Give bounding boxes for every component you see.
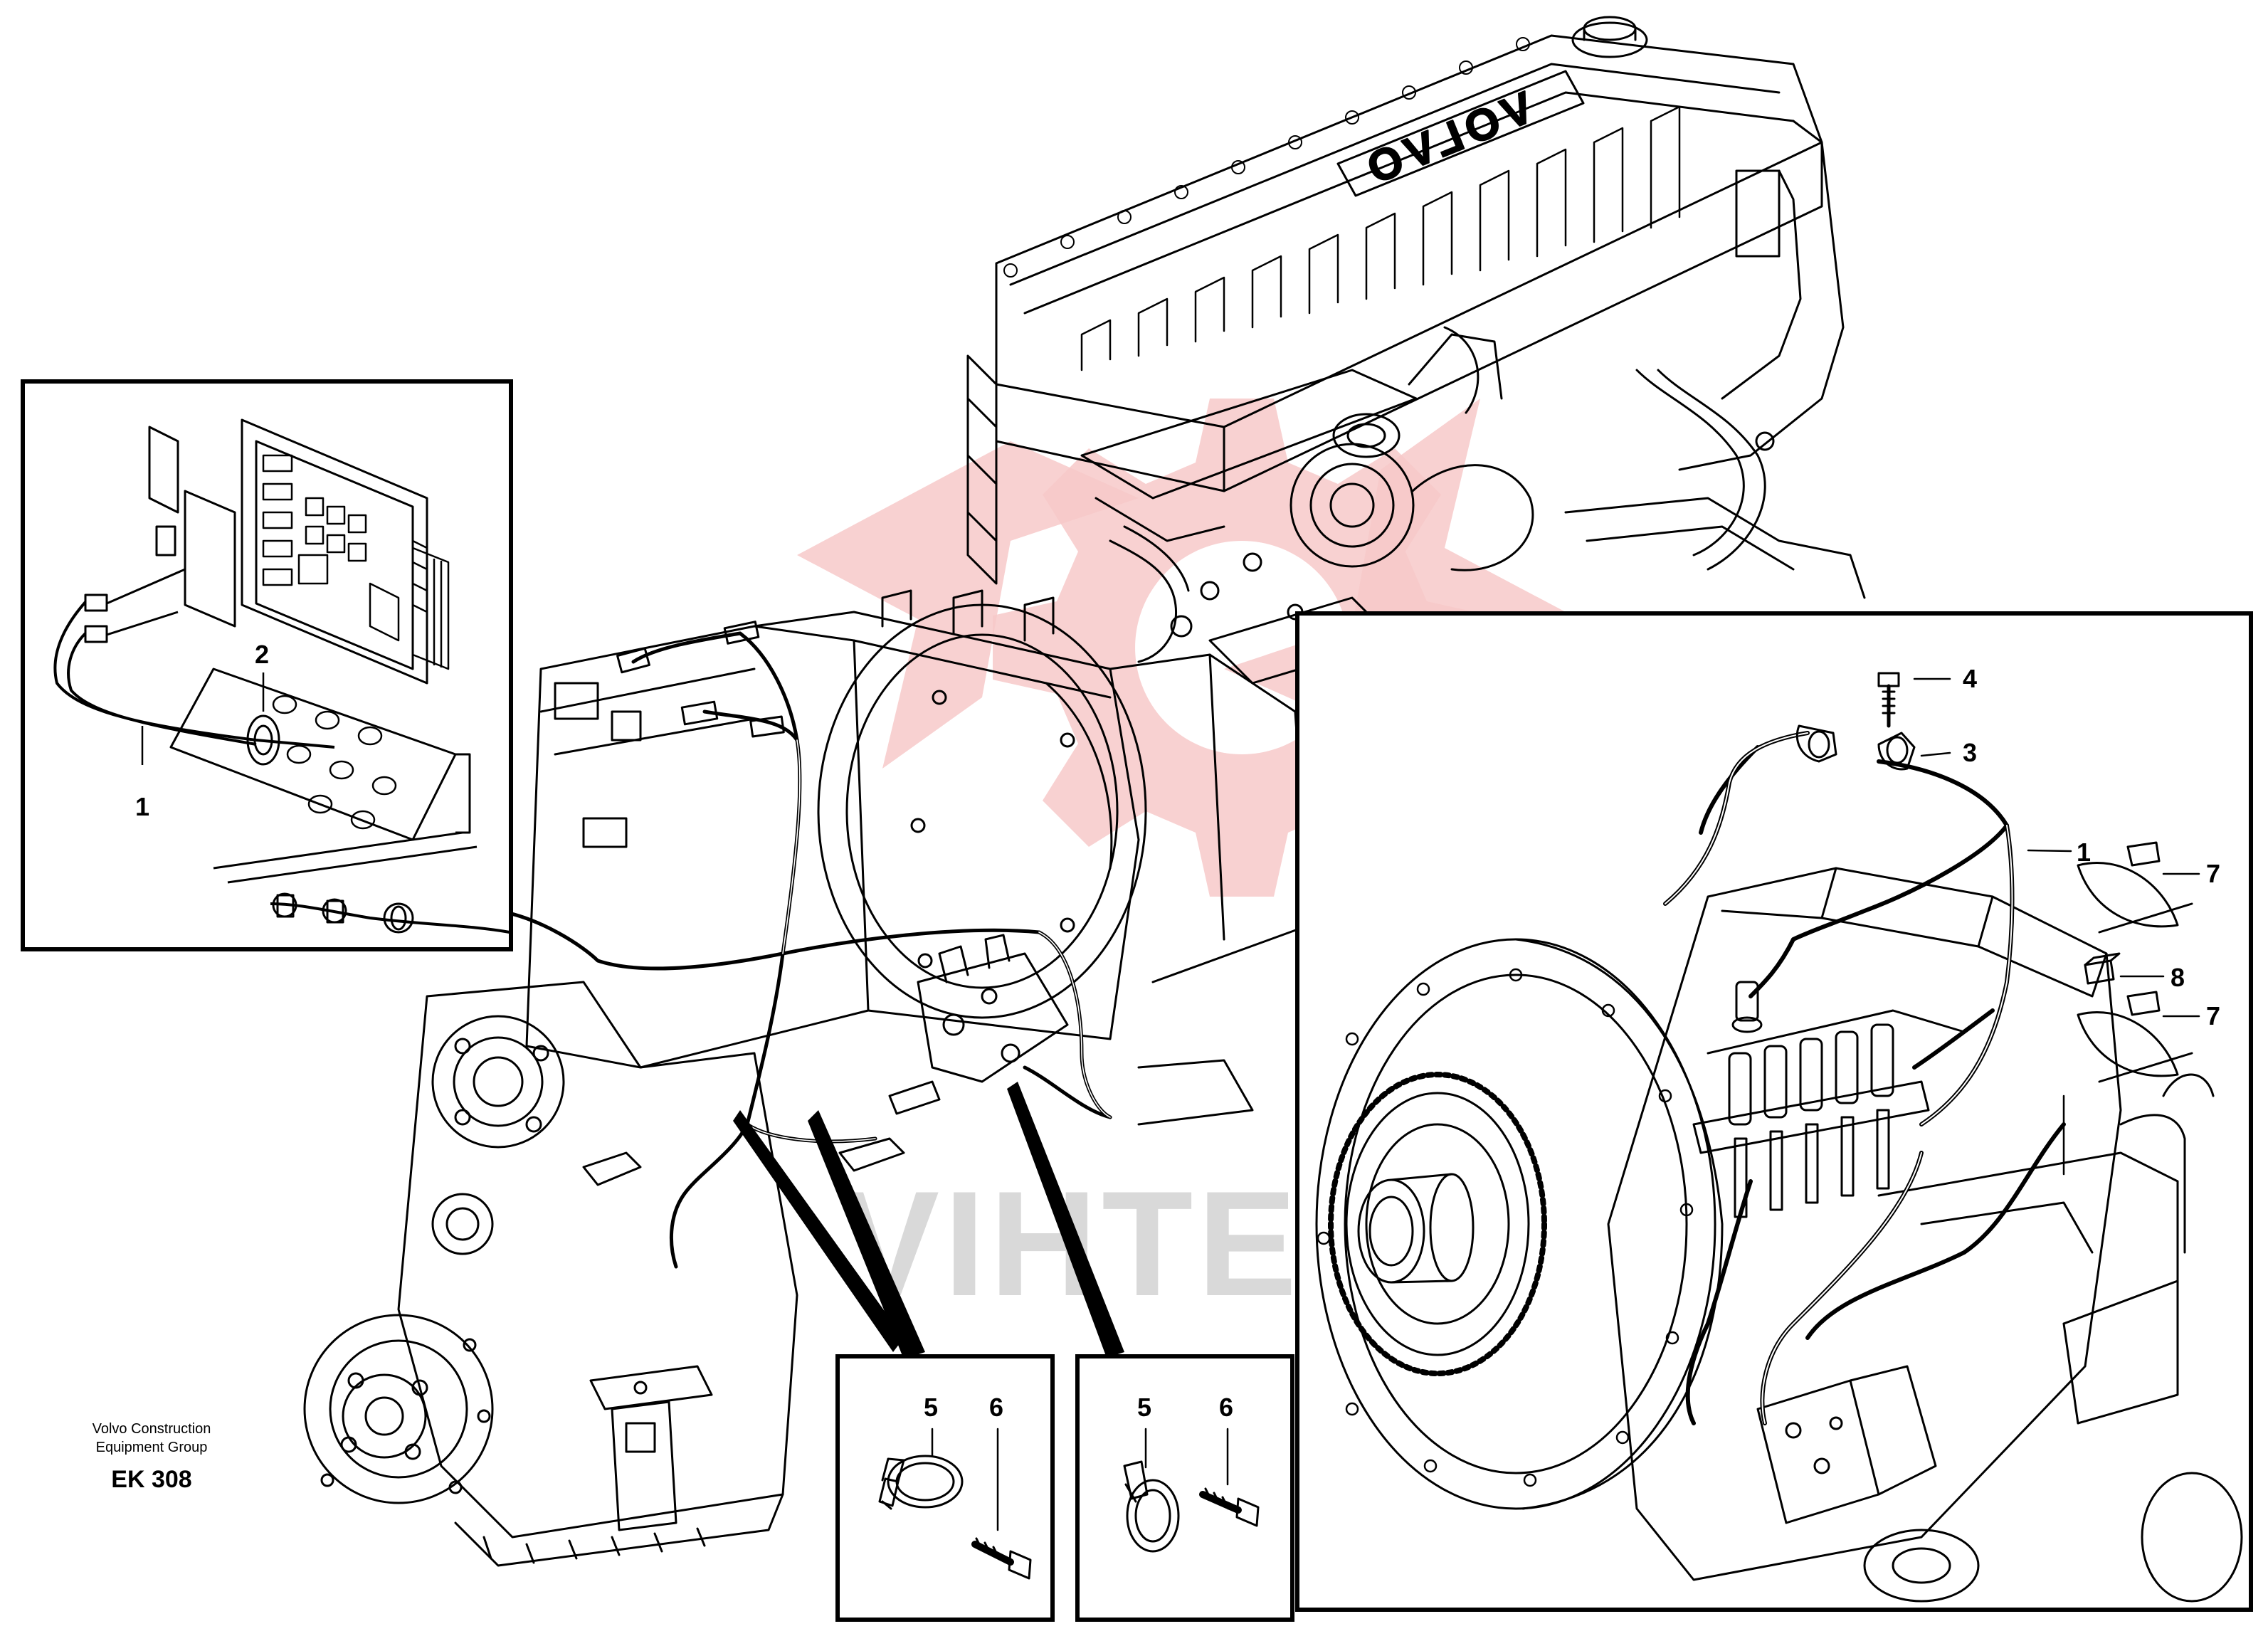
sensor-connectors — [582, 1080, 941, 1186]
leader-wedges — [733, 1082, 1124, 1359]
callout-label-1-right: 1 — [2077, 838, 2091, 867]
inset-bottom-a: 5 6 — [835, 1354, 1055, 1622]
callout-label-8: 8 — [2171, 963, 2185, 992]
callout-label-7-top: 7 — [2206, 859, 2220, 888]
callout-label-3: 3 — [1963, 738, 1977, 767]
callout-label-5a: 5 — [924, 1393, 938, 1422]
credit-line-2: Equipment Group — [96, 1440, 208, 1455]
drawing-code: EK 308 — [111, 1466, 191, 1493]
control-valve-block — [917, 934, 1069, 1083]
engine-logo-text: VOLVO — [1355, 83, 1540, 196]
callout-label-5b: 5 — [1137, 1393, 1151, 1422]
callout-label-2: 2 — [255, 640, 269, 669]
credit-block: Volvo Construction Equipment Group EK 30… — [93, 1421, 211, 1493]
callout-label-6b: 6 — [1219, 1393, 1233, 1422]
inset-bottom-b: 5 6 — [1075, 1354, 1294, 1622]
credit-line-1: Volvo Construction — [93, 1421, 211, 1437]
engine-front-section — [1564, 120, 1866, 599]
harness-plugs — [616, 621, 785, 738]
engine-valve-cover: VOLVO — [995, 16, 1823, 492]
callout-label-6a: 6 — [989, 1393, 1003, 1422]
transmission-dropbox — [303, 981, 798, 1567]
turbocharger — [1289, 326, 1534, 571]
callout-label-1: 1 — [135, 792, 149, 821]
callout-label-4: 4 — [1963, 664, 1977, 693]
callout-label-7-bottom: 7 — [2206, 1001, 2220, 1030]
inset-right: 4 3 1 7 8 7 — [1295, 611, 2253, 1612]
main-wiring-harness-inner — [747, 739, 1111, 1142]
inset-top-left: 1 2 — [21, 379, 513, 951]
engine-assembly: VOLVO — [303, 16, 1866, 1567]
